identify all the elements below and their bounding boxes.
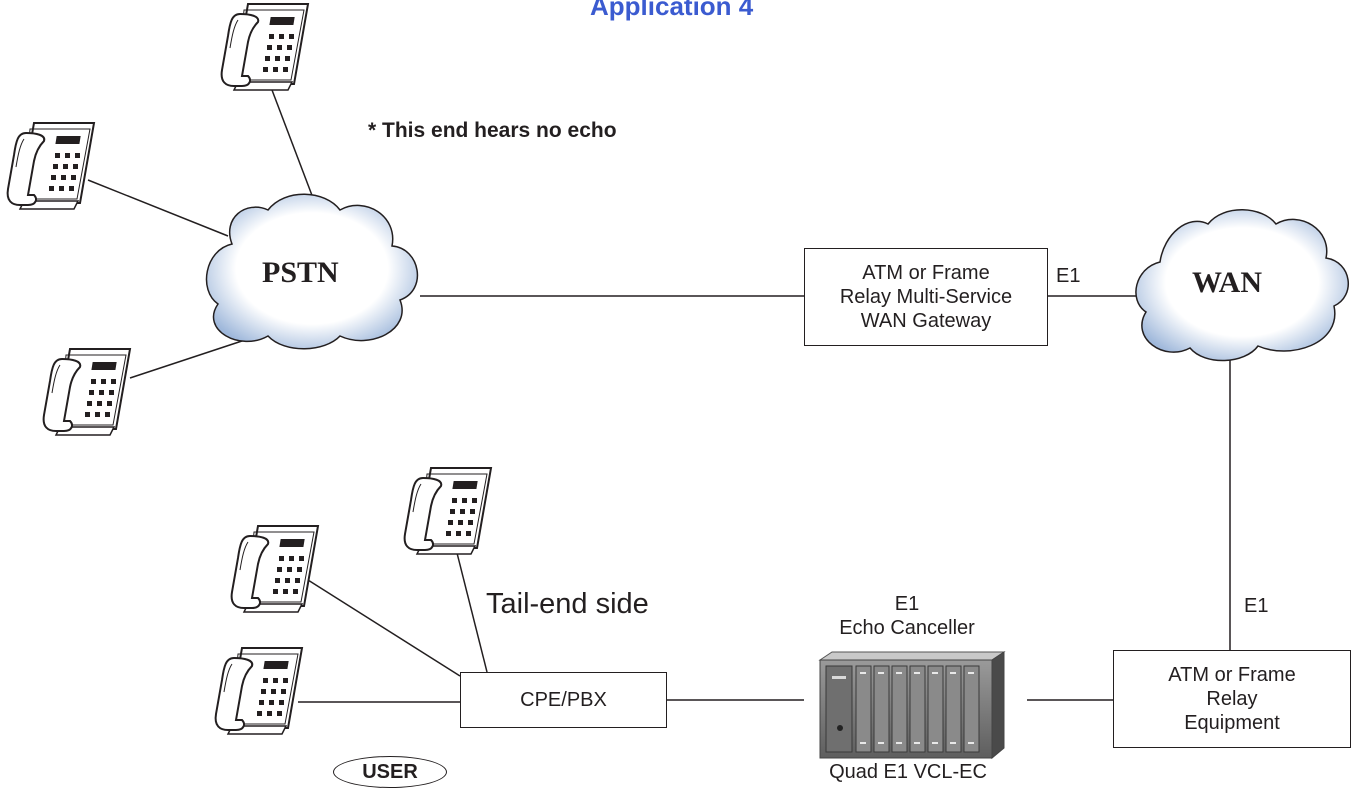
equipment-line-3: Equipment: [1184, 712, 1280, 734]
gateway-line-1: ATM or Frame: [862, 262, 990, 284]
connection-lines: [87, 89, 1231, 703]
cpe-pbx-box: CPE/PBX: [460, 672, 667, 728]
echo-canceller-label: E1 Echo Canceller: [812, 592, 1002, 640]
telephone-left-icon: [6, 122, 95, 210]
equipment-line-2: Relay: [1206, 688, 1258, 710]
user-label: USER: [362, 760, 418, 783]
echo-canceller-caption: Quad E1 VCL-EC: [829, 761, 987, 783]
link-phone-left-pstn: [87, 179, 229, 237]
telephone-upper-pbx-icon: [403, 467, 492, 555]
link-phone-bottom-pstn: [129, 337, 252, 379]
frame-relay-equipment-box: ATM or Frame Relay Equipment: [1113, 650, 1351, 748]
wan-label: WAN: [1192, 266, 1263, 299]
echo-canceller-e1: E1: [894, 593, 920, 615]
echo-canceller-name: Echo Canceller: [839, 617, 975, 639]
link-phone-mid-pbx: [307, 579, 461, 677]
pstn-cloud-icon: [205, 193, 419, 350]
link-phone-top-pstn: [271, 89, 314, 199]
diagram-title: Application 4: [590, 0, 754, 21]
e1-gateway-label: E1: [1056, 265, 1081, 287]
pbx-label: CPE/PBX: [520, 689, 607, 711]
gateway-line-2: Relay Multi-Service: [839, 286, 1013, 308]
telephone-bottom-left-icon: [42, 348, 132, 436]
wan-gateway-box: ATM or Frame Relay Multi-Service WAN Gat…: [804, 248, 1048, 346]
user-ellipse: USER: [333, 756, 447, 788]
link-phone-upper-pbx: [454, 544, 488, 673]
no-echo-note: * This end hears no echo: [368, 119, 617, 142]
equipment-line-1: ATM or Frame: [1168, 664, 1296, 686]
e1-vertical-label: E1: [1244, 595, 1269, 617]
pstn-label: PSTN: [262, 256, 339, 289]
telephone-mid-pbx-icon: [230, 525, 319, 613]
telephone-low-pbx-icon: [214, 647, 303, 735]
echo-canceller-rack-icon: [818, 651, 1006, 760]
tail-end-label: Tail-end side: [486, 588, 649, 620]
wan-cloud-icon: [1135, 209, 1349, 362]
telephone-top-icon: [220, 3, 309, 91]
gateway-line-3: WAN Gateway: [860, 310, 992, 332]
